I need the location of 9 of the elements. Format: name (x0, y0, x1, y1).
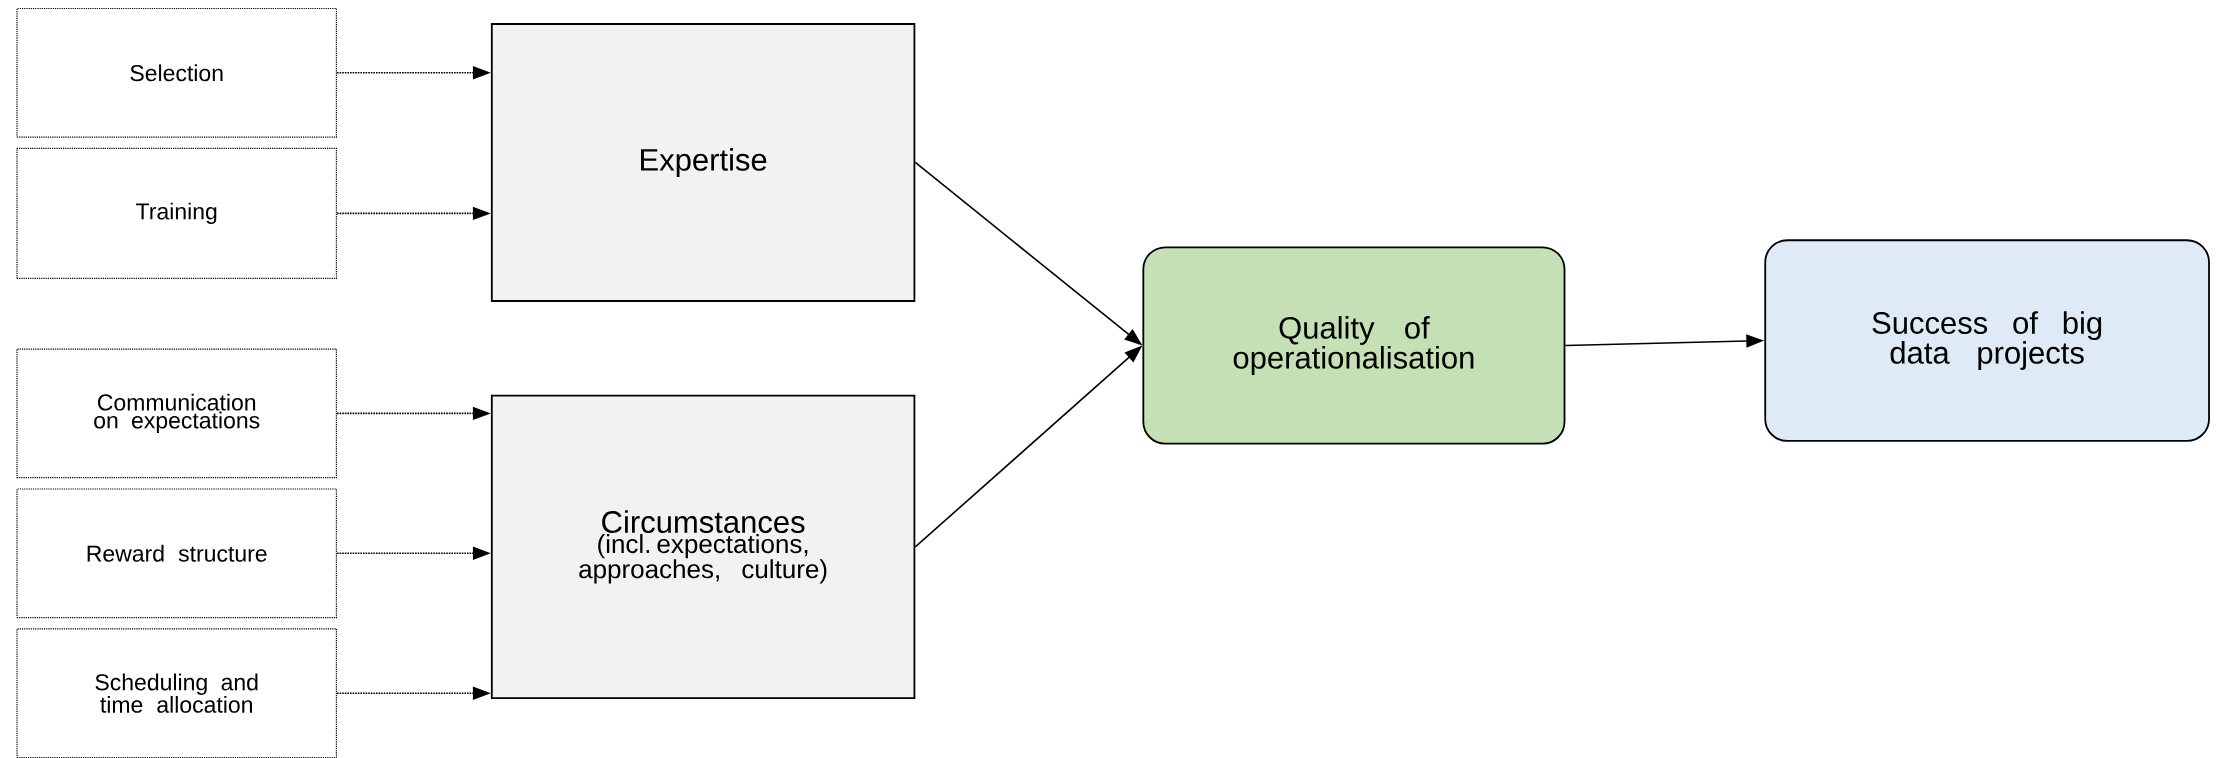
construct-box: Circumstances (incl. expectations, approaches, culture) (490, 394, 916, 699)
factor-box: Reward structure (16, 488, 337, 619)
factor-box: Training (16, 147, 337, 279)
factor-box: Communication on expectations (16, 348, 337, 479)
construct-box: Expertise (490, 23, 916, 302)
construct-box: Success of big data projects (1764, 239, 2210, 442)
factor-box: Scheduling and time allocation (16, 628, 337, 758)
construct-box: Quality of operationalisation (1142, 246, 1566, 445)
factor-box: Selection (16, 7, 337, 138)
